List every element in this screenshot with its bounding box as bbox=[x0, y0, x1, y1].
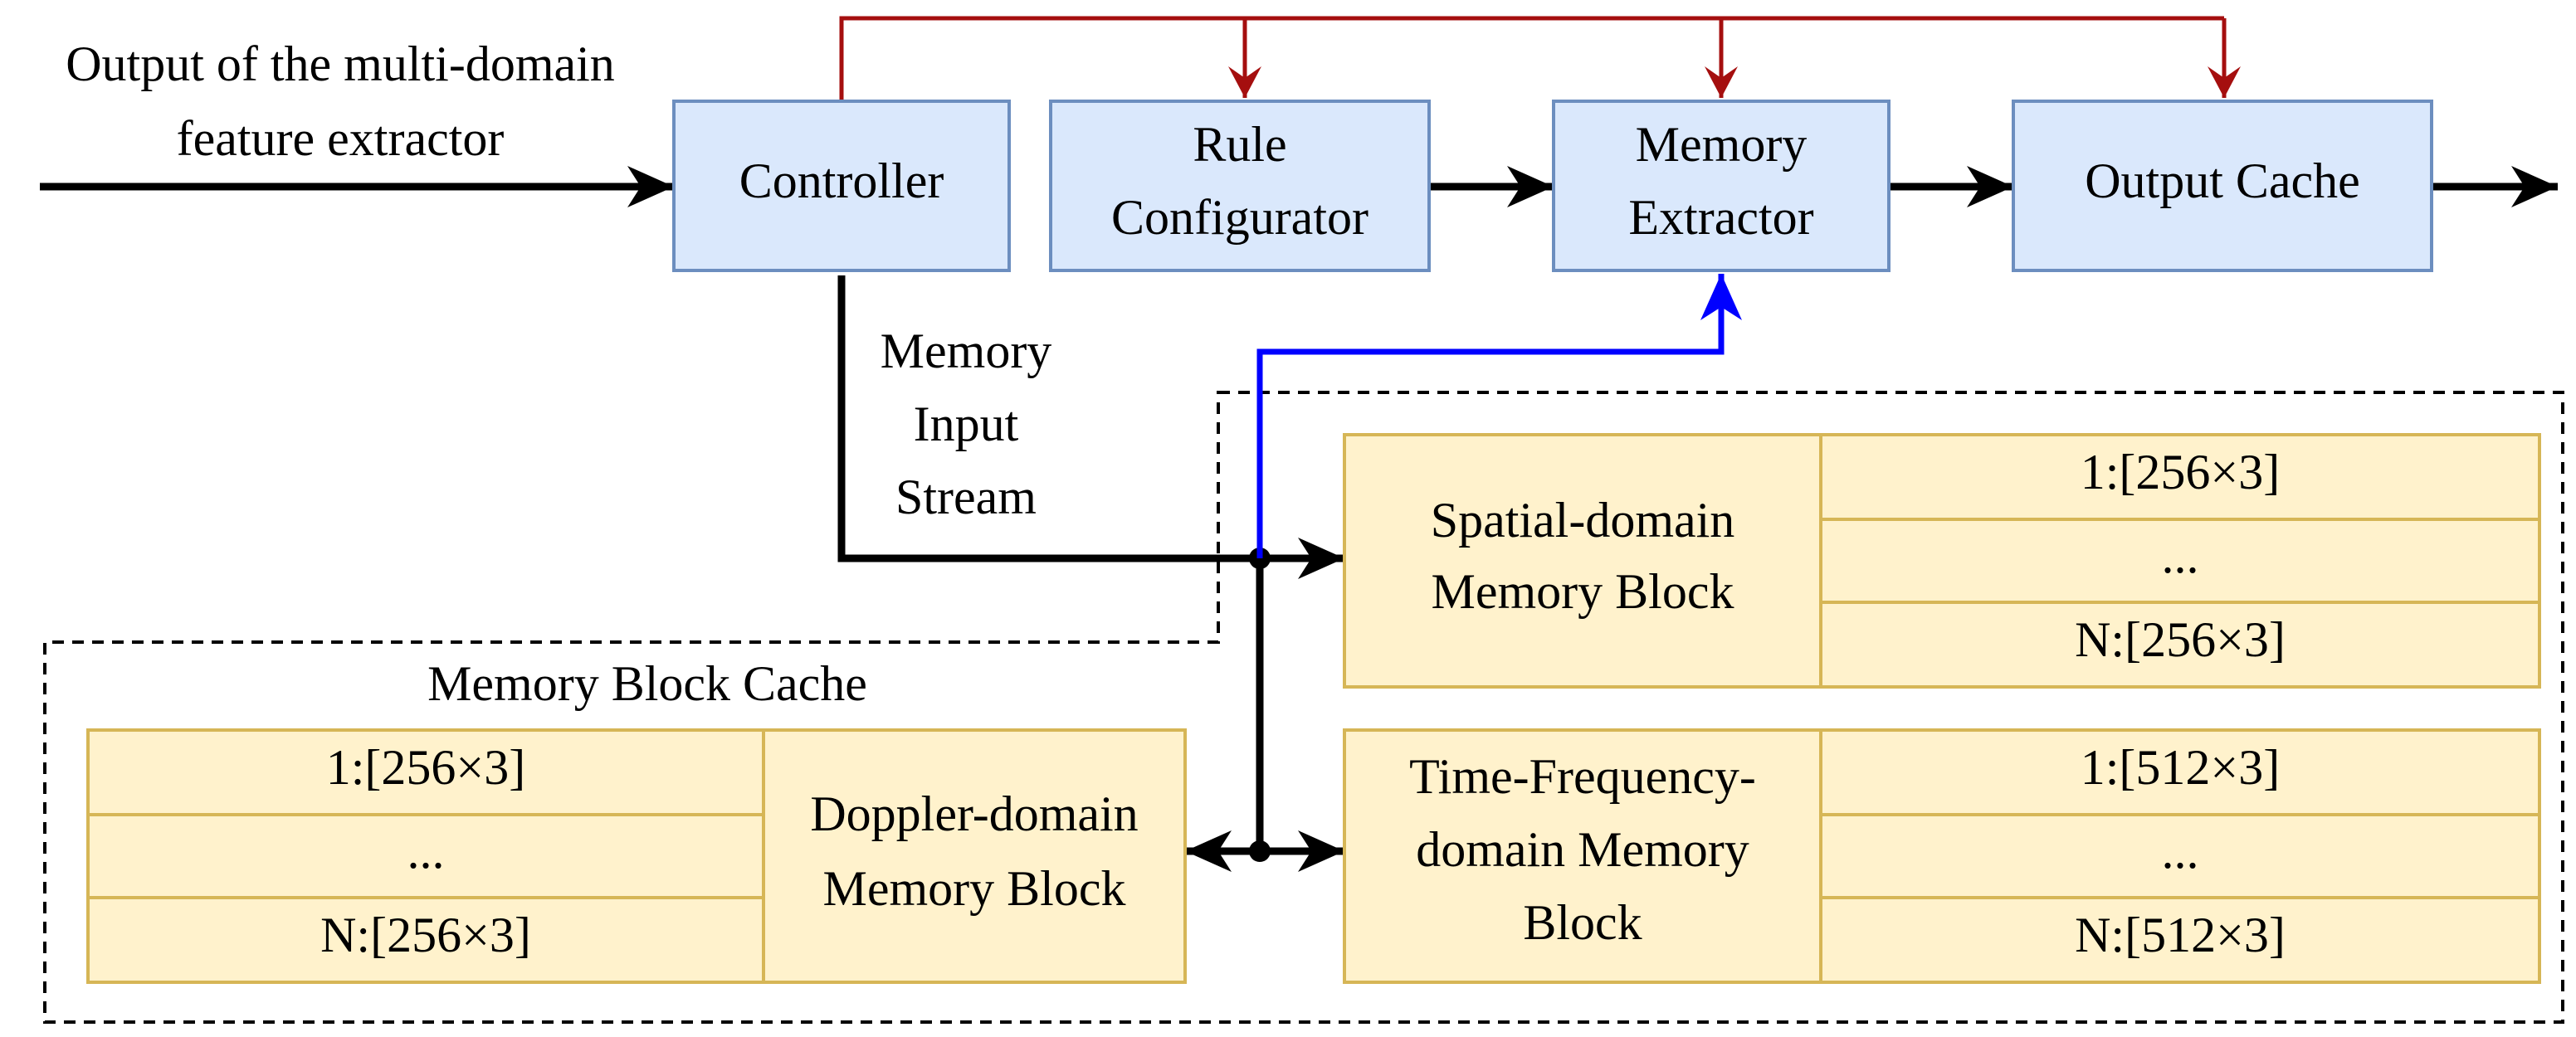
memory-extractor-label-line: Extractor bbox=[1628, 190, 1813, 245]
rule-configurator-label-line: Rule bbox=[1193, 117, 1286, 172]
doppler-row-1-text: 1:[256×3] bbox=[326, 740, 525, 795]
controller-box: Controller bbox=[672, 100, 1011, 272]
junction-dot-time-frequency bbox=[1249, 840, 1271, 862]
spatial-row-2 bbox=[1819, 518, 2541, 604]
time-frequency-title-line: domain Memory bbox=[1416, 822, 1749, 877]
output-cache-label: Output Cache bbox=[2085, 153, 2360, 208]
memory-input-stream-label-line: Stream bbox=[895, 470, 1037, 524]
input-label-line: Output of the multi-domain bbox=[66, 37, 615, 91]
spatial-region-dashed-outline bbox=[43, 391, 2564, 1024]
spatial-title-cell bbox=[1343, 433, 1822, 689]
doppler-row-1 bbox=[86, 728, 765, 816]
doppler-title-cell bbox=[762, 728, 1187, 984]
spatial-row-3-text: N:[256×3] bbox=[2075, 612, 2286, 667]
time-frequency-title-line: Time-Frequency- bbox=[1409, 749, 1756, 804]
spatial-row-1 bbox=[1819, 433, 2541, 521]
doppler-row-3 bbox=[86, 896, 765, 984]
doppler-title-line: Memory Block bbox=[823, 861, 1126, 916]
data-flow-arrows bbox=[40, 166, 2558, 872]
control-line-main bbox=[839, 16, 2224, 100]
time-frequency-row-3 bbox=[1819, 896, 2541, 984]
output-cache-label-line: Output Cache bbox=[2085, 153, 2360, 208]
controller-label: Controller bbox=[739, 153, 944, 208]
time-frequency-row-3-text: N:[512×3] bbox=[2075, 908, 2286, 962]
memory-input-stream-line bbox=[837, 275, 1260, 562]
time-frequency-row-2-text: ... bbox=[2162, 824, 2199, 879]
time-frequency-row-1-text: 1:[512×3] bbox=[2081, 740, 2280, 795]
memory-extractor-label-line: Memory bbox=[1636, 117, 1808, 172]
spatial-row-3 bbox=[1819, 601, 2541, 689]
time-frequency-title-line: Block bbox=[1523, 895, 1642, 950]
spatial-row-2-text: ... bbox=[2162, 528, 2199, 583]
doppler-row-2-text: ... bbox=[407, 824, 445, 879]
doppler-title-line: Doppler-domain bbox=[810, 786, 1138, 841]
spatial-title-line: Memory Block bbox=[1432, 564, 1734, 619]
rule-configurator-label-line: Configurator bbox=[1111, 190, 1368, 245]
controller-label-line: Controller bbox=[739, 153, 944, 208]
control-signal-lines bbox=[839, 16, 2241, 100]
doppler-row-3-text: N:[256×3] bbox=[320, 908, 531, 962]
time-frequency-title-cell bbox=[1343, 728, 1822, 984]
spatial-title-line: Spatial-domain bbox=[1431, 493, 1735, 548]
output-cache-box: Output Cache bbox=[2012, 100, 2433, 272]
memory-input-stream-label-line: Memory bbox=[881, 324, 1052, 378]
input-label: Output of the multi-domain feature extrac… bbox=[66, 37, 615, 166]
memory-input-stream-label-line: Input bbox=[914, 397, 1019, 451]
input-label-line: feature extractor bbox=[177, 111, 505, 166]
memory-block-cache-label: Memory Block Cache bbox=[427, 656, 867, 711]
memory-extraction-line bbox=[1256, 274, 1742, 558]
spatial-row-1-text: 1:[256×3] bbox=[2081, 445, 2280, 499]
